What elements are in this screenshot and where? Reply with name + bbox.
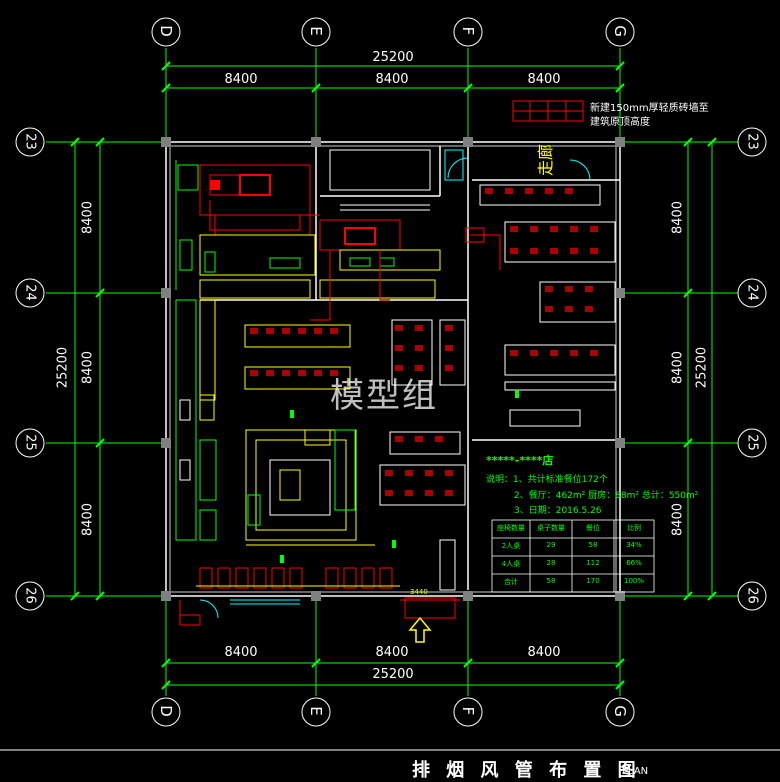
watermark-text: 模型组 [330,376,438,416]
axis-label-right-23: 23 [744,133,760,150]
notes-line1: 说明：1、共计标准餐位172个 [486,475,608,485]
axis-label-right-24: 24 [744,284,760,301]
dim-bottom-bay-1: 8400 [224,645,258,660]
table-cell: 2人桌 [501,542,521,550]
table-cell: 28 [546,559,556,567]
outer-walls [165,141,621,597]
entrance-arrow [408,616,432,643]
corridor-label: 走廊 [536,143,556,177]
dining-tables [196,184,616,591]
axis-label-bottom-d: D [157,705,175,717]
axis-label-left-26: 26 [22,587,38,604]
legend-swatch [512,100,584,122]
notes-title: *****-****店 [486,454,554,467]
table-cell: 4人桌 [501,560,521,568]
axis-label-bottom-e: E [307,706,325,716]
dim-left-bay-3: 8400 [80,502,96,537]
dim-top-bay-3: 8400 [527,72,561,87]
dim-left-total: 25200 [55,346,71,389]
axis-label-top-g: G [611,25,629,37]
axis-label-top-e: E [307,26,325,36]
legend-text-line1: 新建150mm厚轻质砖墙至 [590,103,709,114]
axis-label-top-d: D [157,25,175,37]
axis-label-left-23: 23 [22,133,38,150]
table-header-1: 座椅数量 [497,524,525,532]
entrance-dimension: 3440 [410,588,428,596]
axis-label-right-25: 25 [744,434,760,451]
table-cell: 112 [586,559,600,567]
doors [199,157,591,619]
axis-label-right-26: 26 [744,587,760,604]
table-cell: 58 [546,577,556,585]
dim-bottom-total: 25200 [372,667,414,682]
table-cell: 34% [626,541,642,549]
dim-top-total: 25200 [372,50,414,65]
table-cell: 58 [588,541,598,549]
axis-label-bottom-f: F [459,706,477,716]
dim-bottom-bay-3: 8400 [527,645,561,660]
grid-lines [46,48,738,696]
dim-left-bay-1: 8400 [80,200,96,235]
dim-top-bay-2: 8400 [375,72,409,87]
drawing-subtitle: PLAN [622,766,649,777]
axis-label-top-f: F [459,26,477,36]
table-header-3: 餐位 [586,524,600,532]
kitchen-area [175,149,464,299]
dim-top-bay-1: 8400 [224,72,258,87]
dim-right-total: 25200 [694,346,710,389]
central-kitchen [245,429,375,546]
left-service-strip [175,299,217,541]
axis-label-bottom-g: G [611,705,629,717]
notes-line3: 3、日期：2016.5.26 [514,506,602,516]
axis-label-left-24: 24 [22,284,38,301]
legend-text-line2: 建筑原顶高度 [590,117,650,128]
table-cell: 100% [623,577,644,585]
axis-label-left-25: 25 [22,434,38,451]
dim-bottom-bay-2: 8400 [375,645,409,660]
dim-left-bay-2: 8400 [80,350,96,385]
table-cell: 170 [586,577,600,585]
columns [161,137,625,601]
table-header-2: 桌子数量 [537,524,565,532]
exhaust-ducts [179,200,501,626]
small-markers [280,390,519,563]
drawing-title: 排 烟 风 管 布 置 图 [412,760,641,781]
dim-right-bay-1: 8400 [670,200,686,235]
table-cell: 合计 [504,578,518,586]
table-header-4: 比例 [627,524,641,532]
notes-line2: 2、餐厅：462m² 厨房：88m² 总计：550m² [514,491,699,501]
table-cell: 29 [546,541,556,549]
table-cell: 66% [626,559,642,567]
axis-bubbles [15,17,767,727]
notes-table-grid [491,519,655,593]
dim-right-bay-2: 8400 [670,350,686,385]
